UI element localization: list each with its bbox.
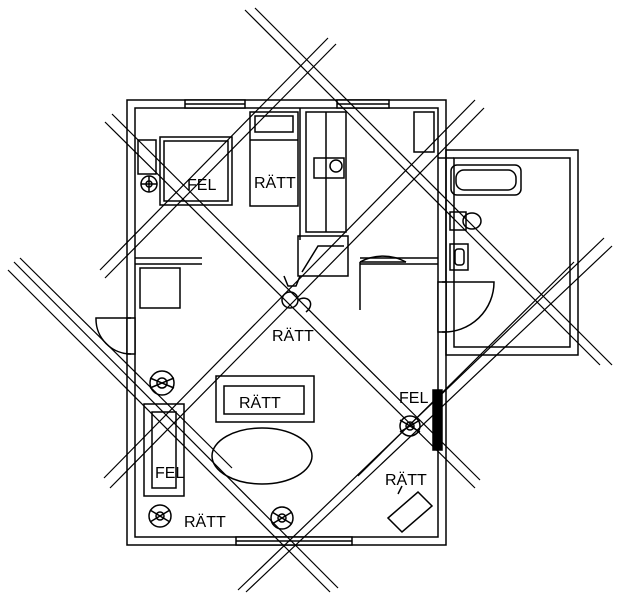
label-bed-wrong: FEL (187, 177, 216, 194)
plant-left (149, 370, 175, 396)
sink (449, 243, 469, 271)
sofa (215, 375, 315, 423)
label-cat: RÄTT (272, 327, 314, 345)
label-bed-right: RÄTT (254, 174, 296, 192)
label-desk: RÄTT (385, 471, 427, 489)
label-small-bed-wrong: FEL (155, 465, 184, 482)
tv-bench (143, 403, 185, 497)
wardrobe (305, 111, 435, 233)
door-left (95, 317, 136, 355)
label-plant-bottom: RÄTT (184, 513, 226, 531)
top-window (184, 99, 390, 109)
desk (386, 485, 434, 534)
bathroom-walls (438, 149, 579, 356)
kitchen-counter (297, 235, 349, 277)
plant-right (399, 415, 421, 437)
diagonal-guides (7, 7, 613, 593)
bathtub (450, 164, 522, 196)
label-tv-wrong: FEL (399, 390, 428, 407)
door-bedroom (359, 255, 407, 310)
door-right (437, 281, 495, 333)
label-sofa: RÄTT (239, 394, 281, 412)
interior-partitions (135, 108, 438, 265)
single-bed (249, 111, 299, 207)
toilet (449, 211, 482, 231)
bottom-window (235, 536, 353, 546)
plant-topleft (140, 175, 158, 193)
double-bed (159, 136, 233, 206)
plant-bottom (270, 506, 294, 530)
plant-bottomleft (148, 504, 172, 528)
rug (211, 427, 313, 485)
radiator (432, 389, 443, 451)
armchair (139, 267, 181, 309)
